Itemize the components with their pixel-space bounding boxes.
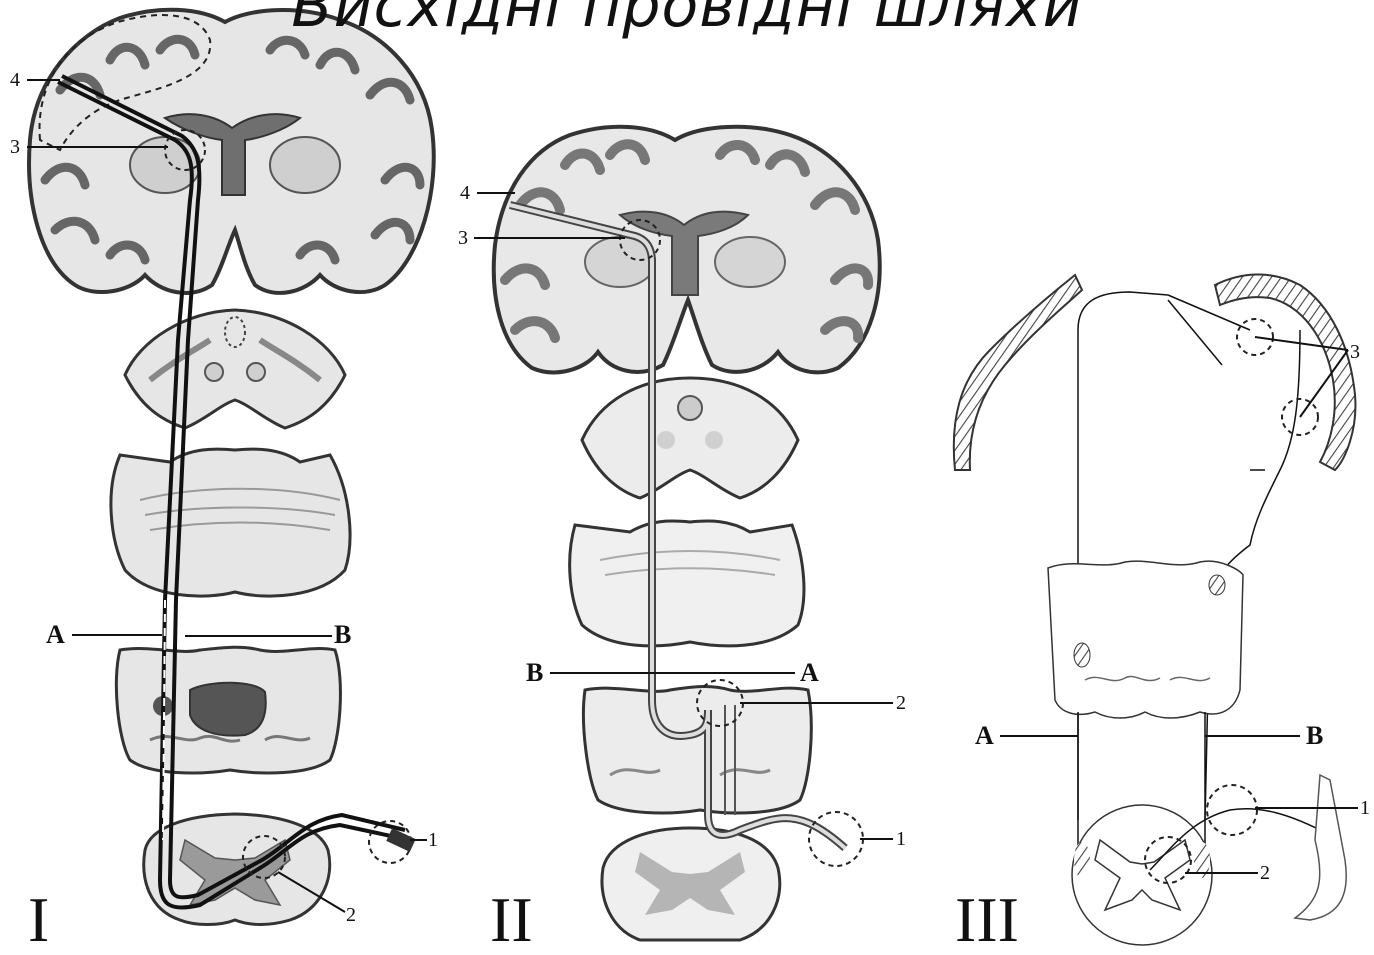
- panel-3-medulla-tract-right: [1209, 575, 1225, 595]
- panel-1-red-nucleus-left: [205, 363, 223, 381]
- panel-1-label-a: A: [46, 622, 65, 648]
- panel-3-label-2: 2: [1260, 863, 1270, 883]
- panel-1-label-3: 3: [10, 137, 20, 157]
- panel-3-tract-left: [1074, 842, 1090, 878]
- panel-1-label-2: 2: [346, 905, 356, 925]
- panel-2-label-a: A: [800, 660, 819, 686]
- panel-2-pons: [570, 521, 804, 646]
- panel-2-numeral: II: [490, 888, 533, 952]
- panel-2-label-3: 3: [458, 228, 468, 248]
- panel-1-label-4: 4: [10, 70, 20, 90]
- panel-1-medulla-pyramid: [190, 683, 266, 736]
- panel-3-label-b: B: [1306, 723, 1323, 749]
- panel-3-limb: [1295, 775, 1346, 920]
- panel-3-label-1: 1: [1360, 798, 1370, 818]
- panel-2-red-nucleus-left: [657, 431, 675, 449]
- panel-2-label-b: B: [526, 660, 543, 686]
- panel-3-loop-left: [1078, 292, 1168, 820]
- panel-2-label-2: 2: [896, 693, 906, 713]
- panel-3-cerebellum-right: [1215, 274, 1355, 470]
- panel-2-label-1: 1: [896, 829, 906, 849]
- panel-1-red-nucleus-right: [247, 363, 265, 381]
- panel-2-medulla: [583, 687, 811, 813]
- panel-3-branch: [1168, 300, 1265, 470]
- panel-2-aqueduct: [678, 396, 702, 420]
- diagram-title: Висхідні провідні шляхи: [0, 0, 1374, 42]
- panel-3-numeral: III: [955, 888, 1019, 952]
- panel-1-label-1: 1: [428, 830, 438, 850]
- panel-2-label-4: 4: [460, 183, 470, 203]
- panel-2-thalamus-right: [715, 237, 785, 287]
- panel-2-red-nucleus-right: [705, 431, 723, 449]
- panel-3-medulla-tract-left: [1074, 643, 1090, 667]
- panel-3-figure: [954, 274, 1358, 945]
- panel-2-figure: [474, 127, 893, 940]
- panel-3-loop-right: [1168, 295, 1300, 820]
- panel-1-figure: [27, 10, 434, 925]
- panel-1-thalamus-right: [270, 137, 340, 193]
- panel-3-label-3: 3: [1350, 342, 1360, 362]
- panel-3-label-a: A: [975, 723, 994, 749]
- panel-1-midbrain: [125, 310, 345, 428]
- panel-1-numeral: I: [28, 888, 49, 952]
- panel-3-cerebellum-left: [954, 275, 1082, 470]
- panel-3-spinal-cord: [1072, 805, 1212, 945]
- panel-1-label-b: B: [334, 622, 351, 648]
